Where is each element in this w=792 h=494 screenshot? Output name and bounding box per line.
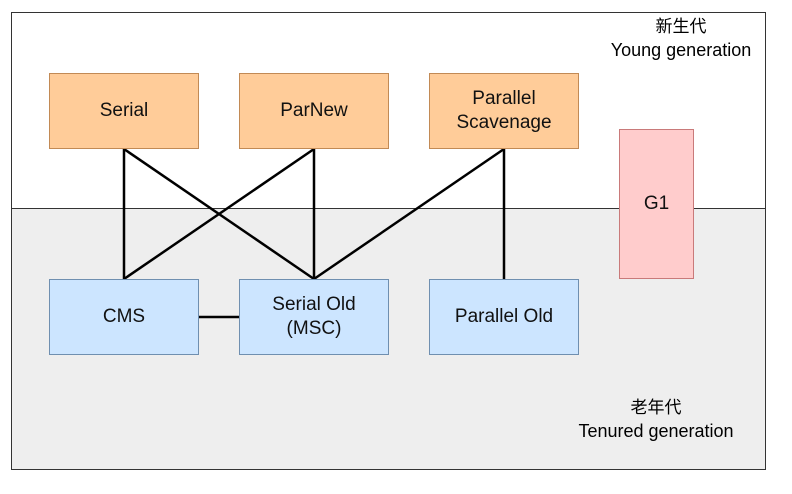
tenured-generation-label: 老年代 Tenured generation xyxy=(556,397,756,443)
parnew-collector-label: ParNew xyxy=(280,100,348,121)
young-generation-label-en: Young generation xyxy=(610,40,752,60)
tenured-generation-label-en: Tenured generation xyxy=(578,421,734,441)
g1-collector-label: G1 xyxy=(643,193,670,214)
serial-old-collector-label: Serial Old (MSC) xyxy=(272,294,356,339)
parallel-scavenage-collector-label: Parallel Scavenage xyxy=(456,88,552,133)
tenured-generation-label-cn: 老年代 xyxy=(630,398,682,418)
serial-collector-label: Serial xyxy=(99,100,149,121)
serial-collector-node: Serial xyxy=(49,73,199,149)
parallel-old-collector-label: Parallel Old xyxy=(454,306,554,327)
cms-collector-node: CMS xyxy=(49,279,199,355)
g1-collector-node: G1 xyxy=(619,129,694,279)
cms-collector-label: CMS xyxy=(102,306,146,327)
parnew-collector-node: ParNew xyxy=(239,73,389,149)
link-parallel-serialold xyxy=(313,147,505,281)
young-generation-label-cn: 新生代 xyxy=(655,17,707,37)
young-generation-label: 新生代 Young generation xyxy=(596,16,766,62)
parallel-old-collector-node: Parallel Old xyxy=(429,279,579,355)
parallel-scavenage-collector-node: Parallel Scavenage xyxy=(429,73,579,149)
serial-old-collector-node: Serial Old (MSC) xyxy=(239,279,389,355)
link-parnew-cms xyxy=(123,147,315,281)
